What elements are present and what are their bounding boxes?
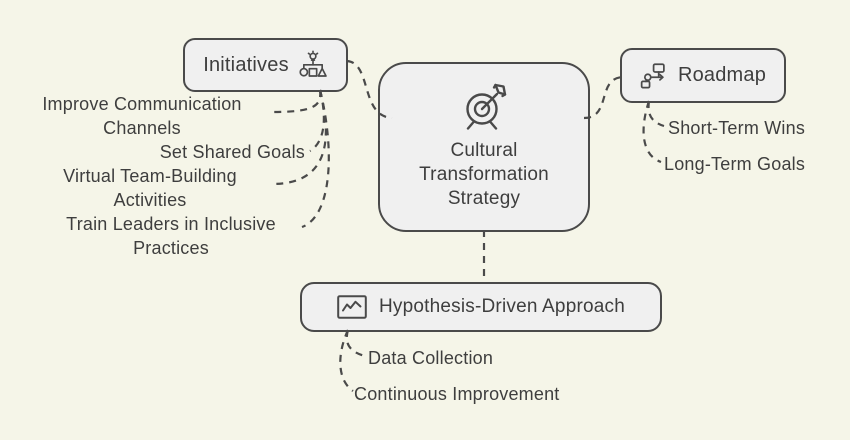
line-chart-icon (337, 295, 367, 319)
edge-roadmap-child-1 (647, 100, 665, 128)
leaf-continuous-improvement: Continuous Improvement (354, 384, 560, 404)
edge-roadmap-child-2 (642, 100, 662, 164)
node-center: Cultural Transformation Strategy (378, 62, 590, 232)
leaf-virtual-team-building: Virtual Team-Building Activities (63, 166, 237, 210)
idea-shapes-icon (298, 50, 328, 80)
edge-initiatives-child-1 (271, 89, 322, 114)
hypothesis-label: Hypothesis-Driven Approach (379, 296, 625, 317)
node-initiatives: Initiatives (183, 38, 348, 92)
leaf-improve-communication-channels: Improve Communication Channels (42, 94, 242, 138)
leaf-set-shared-goals: Set Shared Goals (159, 142, 305, 162)
node-roadmap: Roadmap (620, 48, 786, 103)
roadmap-label: Roadmap (677, 64, 767, 86)
target-dart-icon (458, 83, 510, 131)
flowchart-icon (640, 62, 668, 89)
initiatives-label: Initiatives (203, 53, 289, 76)
center-label: Cultural Transformation Strategy (419, 140, 549, 209)
node-hypothesis: Hypothesis-Driven Approach (300, 282, 662, 332)
edge-initiatives-child-3 (271, 89, 327, 186)
edge-hypothesis-child-1 (345, 329, 366, 358)
edge-hypothesis-child-2 (339, 329, 354, 392)
edge-initiatives-child-2 (309, 89, 325, 152)
edge-center-to-roadmap (583, 75, 625, 120)
edge-initiatives-child-4 (301, 89, 330, 229)
leaf-data-collection: Data Collection (368, 348, 494, 368)
leaf-long-term-goals: Long-Term Goals (664, 154, 806, 174)
leaf-train-leaders: Train Leaders in Inclusive Practices (66, 214, 276, 258)
leaf-short-term-wins: Short-Term Wins (668, 118, 806, 138)
